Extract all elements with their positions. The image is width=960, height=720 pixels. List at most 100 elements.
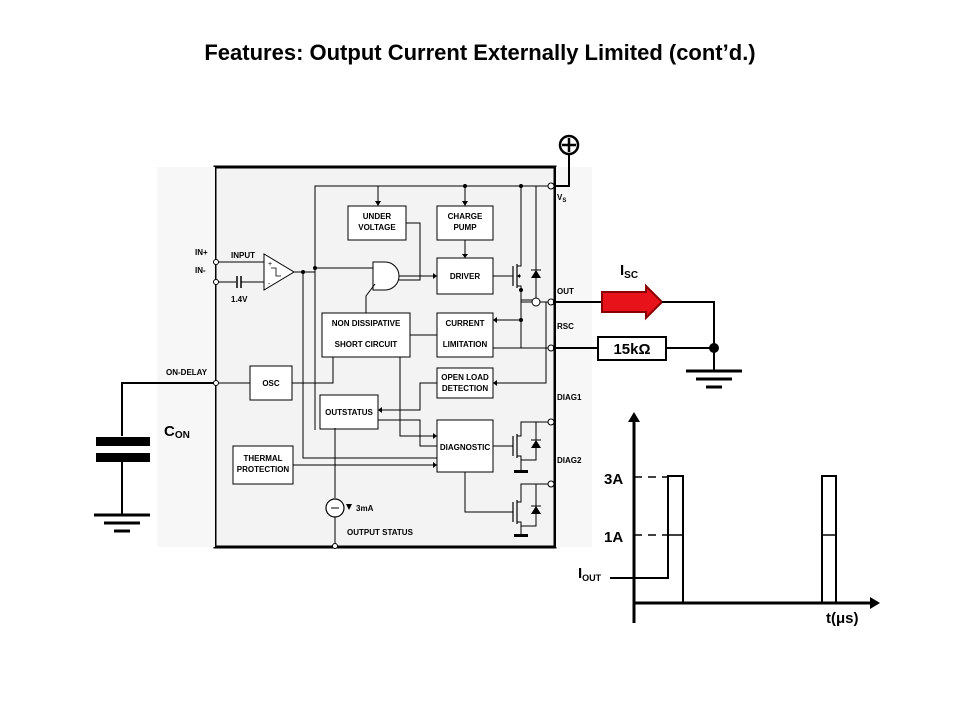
load-wire bbox=[662, 301, 715, 348]
con-capacitor-icon bbox=[96, 437, 150, 462]
outstatus-to-diag-wire bbox=[378, 419, 437, 447]
time-axis-label: t(μs) bbox=[826, 610, 859, 627]
diagnostic-block: DIAGNOSTIC bbox=[436, 419, 494, 473]
in-plus-pin bbox=[213, 259, 219, 265]
isc-arrow-icon bbox=[601, 283, 664, 321]
iout-waveform bbox=[610, 412, 880, 623]
con-label: CON bbox=[164, 423, 190, 441]
node bbox=[519, 288, 523, 292]
svg-text:PROTECTION: PROTECTION bbox=[237, 465, 290, 474]
svg-text:SHORT CIRCUIT: SHORT CIRCUIT bbox=[335, 340, 398, 349]
driver-block: DRIVER bbox=[436, 257, 494, 295]
outstatus-block: OUTSTATUS bbox=[319, 394, 379, 430]
diag2-pin-node bbox=[547, 480, 555, 488]
level-3a-label: 3A bbox=[604, 471, 623, 488]
svg-text:DETECTION: DETECTION bbox=[442, 384, 488, 393]
diag1-label: DIAG1 bbox=[557, 393, 582, 402]
output-status-pin bbox=[332, 543, 338, 549]
uv-to-and-wire bbox=[399, 222, 421, 281]
sc-to-diag-wire bbox=[399, 357, 437, 437]
svg-text:LIMITATION: LIMITATION bbox=[443, 340, 488, 349]
diag2-mosfet-icon bbox=[512, 483, 551, 537]
comp-to-diag-wire bbox=[302, 272, 437, 459]
charge-pump-block: CHARGE PUMP bbox=[436, 205, 494, 241]
svg-text:VOLTAGE: VOLTAGE bbox=[358, 223, 396, 232]
node bbox=[313, 266, 317, 270]
vs-rail bbox=[314, 185, 551, 430]
arrow-head bbox=[346, 504, 352, 510]
diag2-label: DIAG2 bbox=[557, 456, 582, 465]
thermal-protection-block: THERMAL PROTECTION bbox=[232, 445, 294, 485]
arrow-head bbox=[375, 201, 381, 206]
ground-icon bbox=[686, 348, 742, 389]
rsc-label: RSC bbox=[557, 322, 574, 331]
input-label: INPUT bbox=[231, 251, 255, 260]
osc-to-sc-wire bbox=[292, 357, 334, 384]
pin-in-minus-label: IN- bbox=[195, 266, 206, 275]
sc-to-and-wire bbox=[365, 283, 376, 313]
level-1a-label: 1A bbox=[604, 529, 623, 546]
node bbox=[301, 270, 305, 274]
on-delay-pin bbox=[213, 380, 219, 386]
output-mosfet-icon bbox=[512, 262, 522, 300]
arrow-head bbox=[433, 273, 437, 279]
svg-text:DIAGNOSTIC: DIAGNOSTIC bbox=[440, 443, 490, 452]
pulse-2-trace bbox=[821, 475, 837, 603]
on-delay-label: ON-DELAY bbox=[166, 368, 208, 377]
arrow-head bbox=[433, 433, 437, 439]
svg-text:OUTSTATUS: OUTSTATUS bbox=[325, 408, 373, 417]
svg-text:+: + bbox=[268, 261, 272, 268]
under-voltage-block: UNDER VOLTAGE bbox=[347, 205, 407, 241]
ground-icon bbox=[94, 513, 150, 533]
diag1-mosfet-icon bbox=[512, 421, 551, 473]
diag2-gate-wire bbox=[464, 472, 513, 513]
pulse-1-trace bbox=[610, 475, 684, 603]
svg-text:-: - bbox=[268, 281, 271, 288]
osc-block: OSC bbox=[249, 365, 293, 401]
svg-text:OSC: OSC bbox=[262, 379, 280, 388]
arrow-head bbox=[378, 407, 382, 413]
and-gate-icon bbox=[372, 261, 400, 291]
slide-title: Features: Output Current Externally Limi… bbox=[204, 40, 756, 65]
svg-text:DRIVER: DRIVER bbox=[450, 272, 480, 281]
in-minus-pin bbox=[213, 279, 219, 285]
output-status-label: OUTPUT STATUS bbox=[347, 528, 414, 537]
current-source-icon bbox=[325, 498, 345, 518]
arrow-head bbox=[433, 462, 437, 468]
vs-label: VS bbox=[557, 193, 566, 204]
arrow-head bbox=[493, 317, 497, 323]
out-label: OUT bbox=[557, 287, 574, 296]
con-wire bbox=[121, 382, 214, 436]
non-dissipative-short-circuit-block: NON DISSIPATIVE SHORT CIRCUIT bbox=[321, 312, 411, 358]
pin-in-plus-label: IN+ bbox=[195, 248, 208, 257]
open-load-detection-block: OPEN LOAD DETECTION bbox=[436, 367, 494, 399]
x-axis-arrow bbox=[870, 597, 880, 609]
diag1-pin-node bbox=[547, 418, 555, 426]
vs-pin-node bbox=[547, 182, 555, 190]
svg-text:OPEN LOAD: OPEN LOAD bbox=[441, 373, 489, 382]
current-source-label: 3mA bbox=[356, 504, 374, 513]
iout-label: IOUT bbox=[578, 565, 602, 583]
ic-right-shadow bbox=[556, 167, 592, 547]
supply-plus-icon bbox=[558, 134, 580, 156]
y-axis-arrow bbox=[628, 412, 640, 422]
comparator-icon: + - bbox=[263, 253, 295, 291]
openload-to-outstatus-wire bbox=[378, 382, 437, 411]
current-sense-icon bbox=[531, 297, 541, 307]
out-to-openload-wire bbox=[493, 301, 548, 384]
svg-text:CURRENT: CURRENT bbox=[445, 319, 484, 328]
svg-text:NON DISSIPATIVE: NON DISSIPATIVE bbox=[332, 319, 401, 328]
isc-label: ISC bbox=[620, 262, 638, 281]
svg-text:PUMP: PUMP bbox=[453, 223, 477, 232]
current-limitation-block: CURRENT LIMITATION bbox=[436, 312, 494, 358]
supply-wire bbox=[551, 154, 570, 187]
svg-text:THERMAL: THERMAL bbox=[243, 454, 282, 463]
resistor-value-label: 15kΩ bbox=[613, 341, 650, 358]
arrow-head bbox=[462, 254, 468, 258]
ic-left-shadow bbox=[157, 167, 215, 547]
arrow-head bbox=[462, 201, 468, 206]
arrow-head bbox=[493, 380, 497, 386]
svg-text:CHARGE: CHARGE bbox=[448, 212, 483, 221]
ref-voltage-label: 1.4V bbox=[231, 295, 248, 304]
